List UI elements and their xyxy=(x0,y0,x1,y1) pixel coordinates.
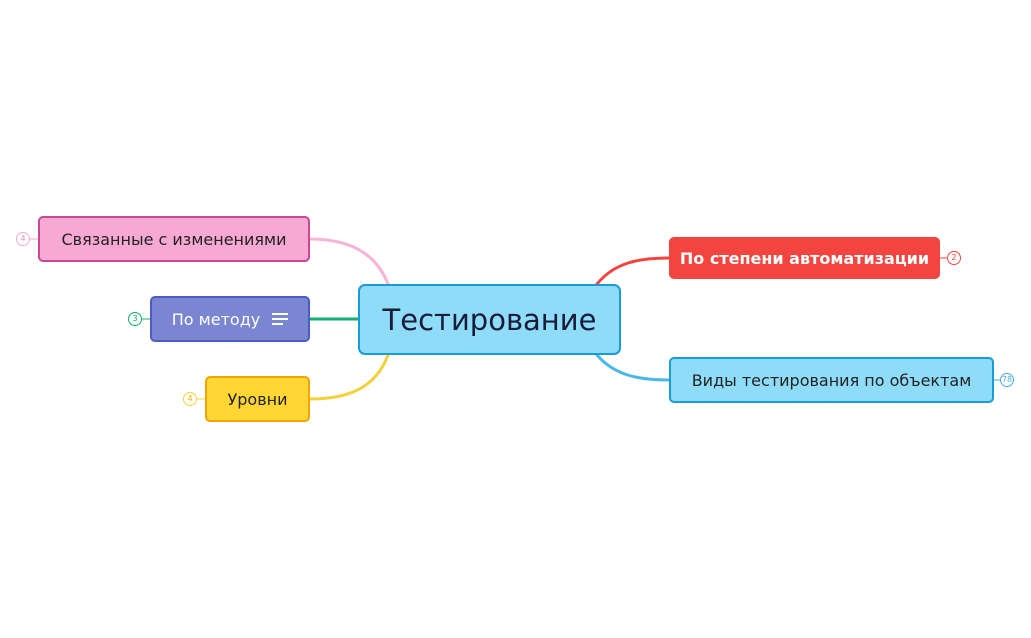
connector-changes xyxy=(308,237,390,286)
topic-method[interactable]: По методу xyxy=(150,296,310,342)
topic-levels-label: Уровни xyxy=(227,389,288,409)
central-topic[interactable]: Тестирование xyxy=(358,284,621,355)
central-topic-label: Тестирование xyxy=(382,302,597,337)
connector-levels xyxy=(308,353,390,401)
collapse-badge-changes[interactable]: 4 xyxy=(16,232,30,246)
topic-objects-label: Виды тестирования по объектам xyxy=(691,370,972,390)
collapse-badge-levels[interactable]: 4 xyxy=(183,392,197,406)
topic-levels[interactable]: Уровни xyxy=(205,376,310,422)
connector-auto xyxy=(595,256,671,286)
connector-objects xyxy=(595,353,671,382)
notes-icon[interactable] xyxy=(272,313,289,325)
topic-changes[interactable]: Связанные с изменениями xyxy=(38,216,310,262)
topic-automation-label: По степени автоматизации xyxy=(679,248,930,268)
topic-changes-label: Связанные с изменениями xyxy=(61,229,287,249)
collapse-badge-objects[interactable]: 78 xyxy=(1000,373,1014,387)
collapse-badge-method[interactable]: 3 xyxy=(128,312,142,326)
topic-automation[interactable]: По степени автоматизации xyxy=(669,237,940,279)
topic-method-label: По методу xyxy=(171,309,261,329)
topic-objects[interactable]: Виды тестирования по объектам xyxy=(669,357,994,403)
collapse-badge-automation[interactable]: 2 xyxy=(947,251,961,265)
